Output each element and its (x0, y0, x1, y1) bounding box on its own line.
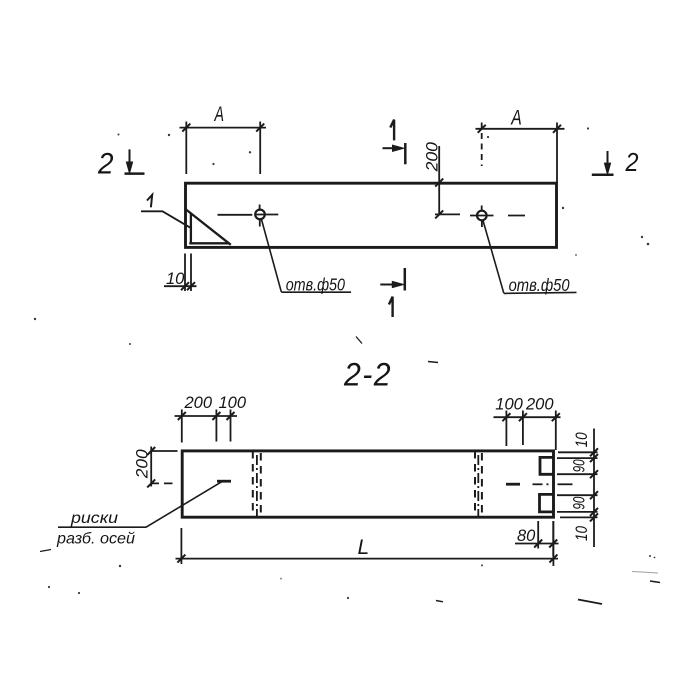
svg-text:2: 2 (625, 147, 639, 177)
svg-text:100: 100 (219, 394, 247, 412)
svg-text:200: 200 (525, 396, 554, 414)
svg-text:2: 2 (97, 148, 114, 181)
svg-text:80: 80 (517, 527, 536, 545)
svg-text:90: 90 (571, 459, 589, 473)
svg-text:200: 200 (184, 394, 213, 412)
svg-text:200: 200 (424, 141, 442, 172)
svg-text:отв.ф50: отв.ф50 (286, 274, 346, 294)
svg-text:200: 200 (134, 448, 152, 479)
svg-text:отв.ф50: отв.ф50 (509, 275, 570, 295)
svg-text:риски: риски (70, 510, 118, 527)
svg-text:10: 10 (166, 270, 185, 288)
svg-text:90: 90 (571, 496, 589, 510)
svg-text:10: 10 (573, 525, 591, 541)
svg-text:10: 10 (573, 432, 591, 448)
svg-text:А: А (213, 103, 224, 126)
svg-text:L: L (358, 536, 370, 559)
svg-text:разб. осей: разб. осей (56, 531, 135, 548)
svg-text:А: А (510, 106, 522, 129)
svg-text:2-2: 2-2 (343, 357, 392, 393)
svg-text:100: 100 (495, 396, 523, 414)
